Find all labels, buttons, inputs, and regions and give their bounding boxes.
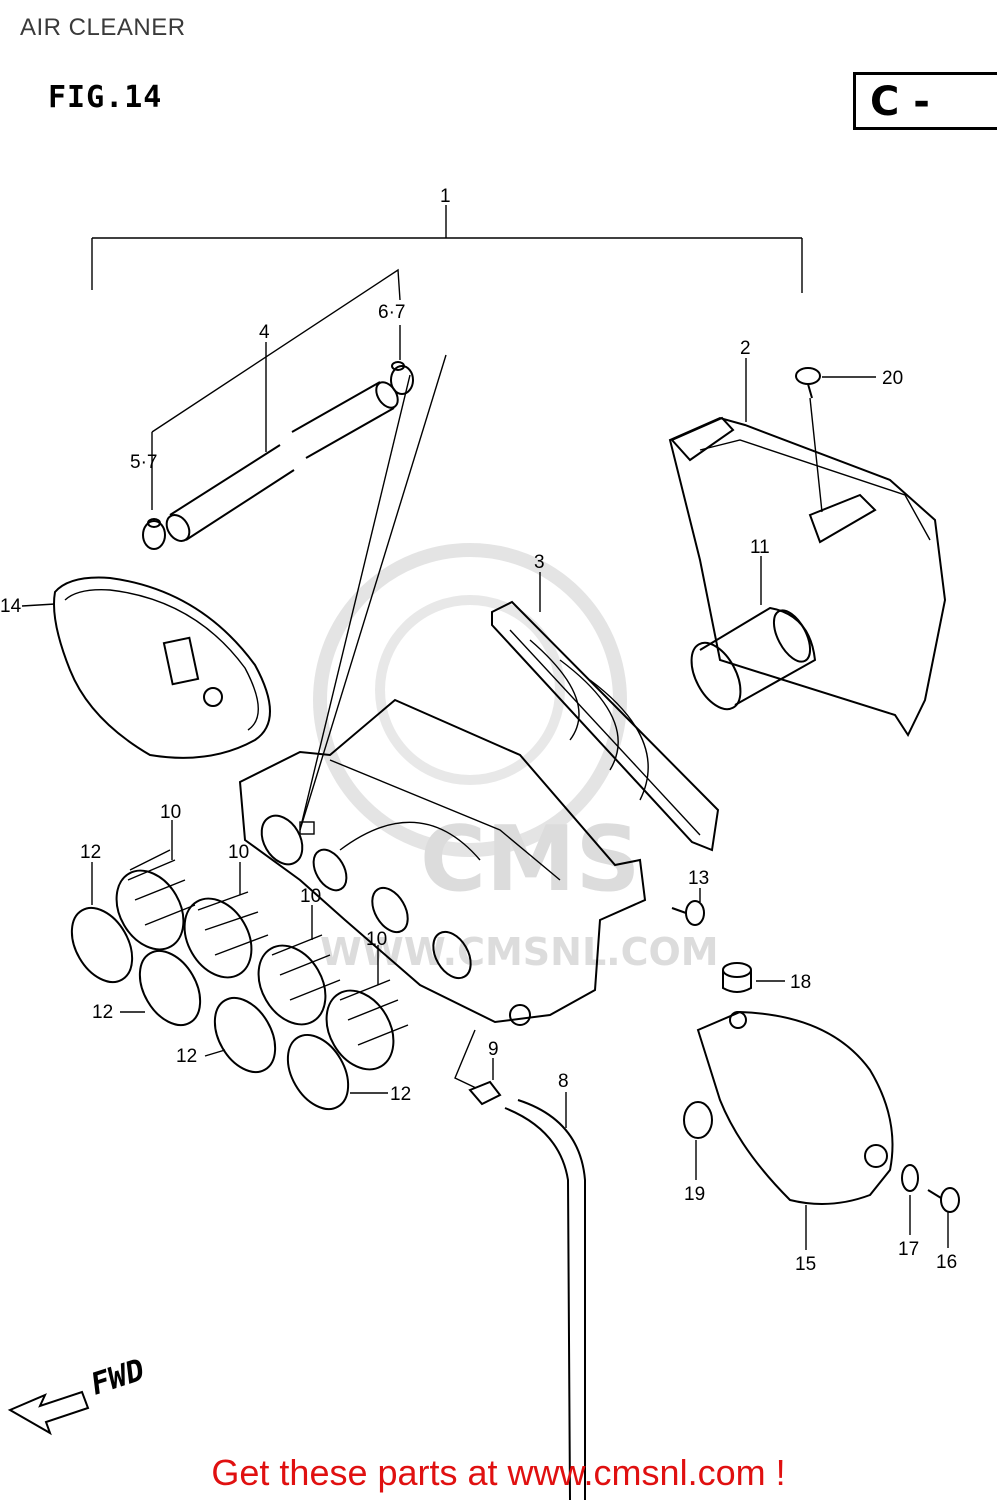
callout-6-7: 6·7	[378, 302, 405, 323]
fwd-label: FWD	[87, 1353, 149, 1403]
outer-cover-part-2	[668, 358, 947, 738]
screw-part-20	[795, 367, 876, 399]
watermark-site: WWW.CMSNL.COM	[320, 930, 719, 974]
callout-8: 8	[558, 1071, 569, 1092]
drain-hose-part-8	[504, 1092, 586, 1500]
callout-10a: 10	[160, 802, 181, 823]
watermark-brand: CMS	[420, 807, 640, 912]
callout-9: 9	[488, 1039, 499, 1060]
assembly-bracket-1	[91, 205, 803, 293]
callout-3: 3	[534, 552, 545, 573]
clamps-part-12	[70, 862, 388, 1110]
fwd-arrow-icon	[7, 1390, 90, 1436]
callout-labels: 1 2 3 4 5·7 6·7 8 9 10 10 10 10 11 12 12…	[0, 186, 957, 1275]
screw-part-13	[671, 888, 705, 926]
callout-4: 4	[259, 322, 270, 343]
callout-10c: 10	[300, 886, 321, 907]
callout-11: 11	[750, 537, 770, 558]
bolt-part-16	[927, 1187, 960, 1248]
section-code: C -	[870, 79, 930, 125]
watermark: CMS WWW.CMSNL.COM	[313, 543, 719, 974]
air-cleaner-body	[238, 698, 647, 1026]
grommet-part-18	[722, 962, 785, 993]
parts-shop-link[interactable]: Get these parts at www.cmsnl.com !	[211, 1452, 786, 1493]
callout-14: 14	[0, 596, 22, 617]
hose-clamp-part-6	[390, 361, 414, 395]
washer-part-17	[901, 1164, 919, 1235]
callout-10d: 10	[366, 929, 387, 950]
side-cover-part-15	[696, 1010, 894, 1250]
section-code-box: C -	[853, 72, 997, 130]
callout-16: 16	[936, 1252, 957, 1273]
callout-12c: 12	[176, 1046, 197, 1067]
callout-17: 17	[898, 1239, 919, 1260]
callout-19: 19	[684, 1184, 705, 1205]
callout-20: 20	[882, 368, 903, 389]
intake-boots-part-10	[115, 820, 409, 1071]
figure-label: FIG.14	[48, 80, 163, 115]
hose-clamp-part-5	[142, 518, 166, 550]
callout-12a: 12	[80, 842, 101, 863]
callout-10b: 10	[228, 842, 249, 863]
filter-element-part-3	[491, 572, 720, 852]
grommet-part-19	[683, 1101, 713, 1180]
funnel-part-11	[690, 556, 817, 711]
page-title: AIR CLEANER	[20, 14, 186, 41]
breather-hose-part-4	[165, 381, 399, 542]
callout-2: 2	[740, 338, 751, 359]
callout-12d: 12	[390, 1084, 411, 1105]
callout-15: 15	[795, 1254, 816, 1275]
callout-18: 18	[790, 972, 811, 993]
callout-12b: 12	[92, 1002, 113, 1023]
callout-13: 13	[688, 868, 709, 889]
callout-5-7: 5·7	[130, 452, 157, 473]
cover-part-14	[21, 576, 271, 759]
clip-part-9	[454, 1029, 502, 1106]
callout-1: 1	[440, 186, 451, 207]
